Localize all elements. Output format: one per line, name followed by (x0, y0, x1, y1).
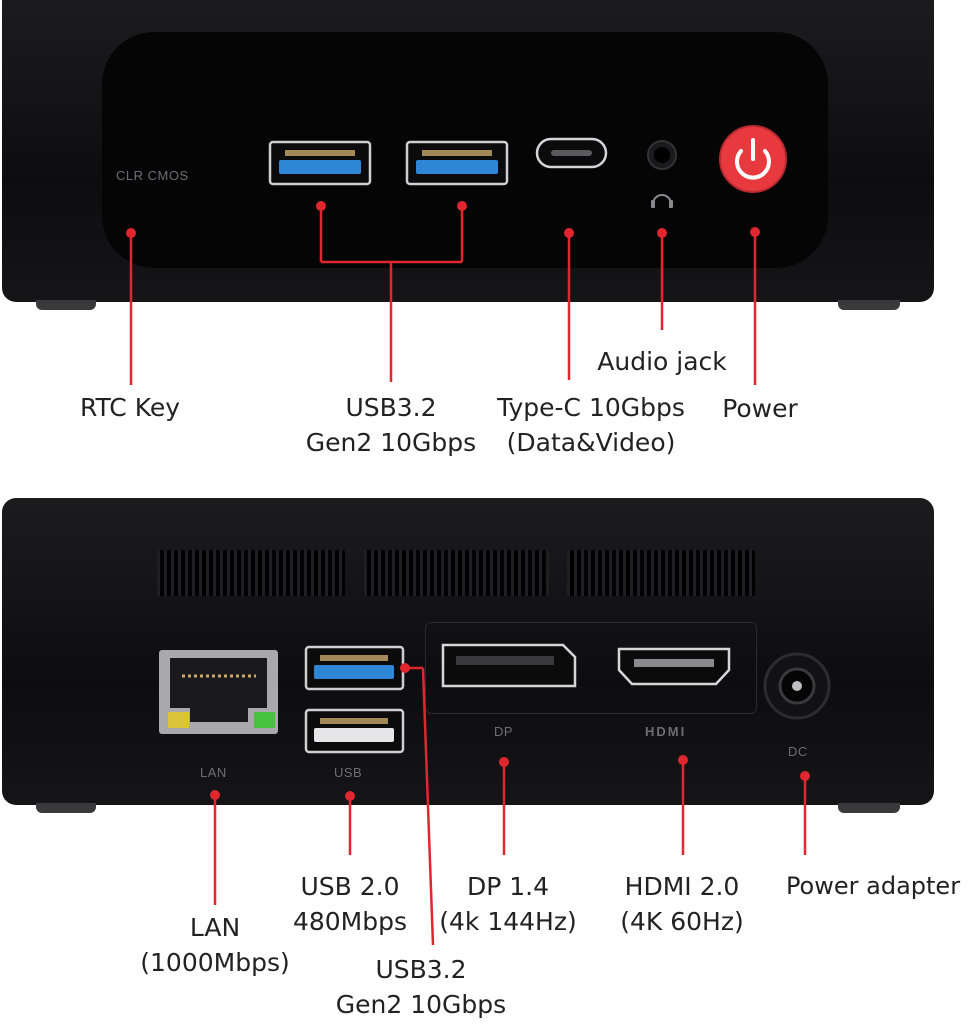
ethernet-port (159, 650, 278, 734)
lan-silk-text: LAN (200, 765, 227, 780)
vent-center (364, 550, 549, 596)
usb3-port-front-1 (268, 140, 372, 186)
back-leader-dots (210, 663, 810, 801)
audio-jack-port (647, 140, 677, 170)
lan-label: LAN (1000Mbps) (140, 913, 290, 977)
front-leader-lines (129, 206, 757, 385)
audio-jack-label: Audio jack (597, 347, 727, 376)
usb32-back-label: USB3.2 Gen2 10Gbps (335, 955, 507, 1019)
hdmi-port (617, 647, 731, 686)
back-foot-right (838, 803, 900, 813)
power-button (719, 125, 787, 193)
power-adapter-label: Power adapter (785, 872, 961, 900)
back-leader-lines (213, 666, 807, 946)
clr-cmos-text: CLR CMOS (116, 168, 189, 183)
displayport-port (441, 643, 577, 688)
dp-silk-text: DP (494, 724, 514, 739)
hdmi-silk-text: HDMI (645, 724, 687, 739)
power-icon (735, 149, 771, 180)
vent-right (567, 550, 755, 596)
usb-c-port (535, 137, 608, 169)
dc-power-jack (763, 652, 831, 720)
vent-left (157, 550, 345, 596)
back-foot-left (36, 803, 96, 813)
front-leader-dots (126, 201, 760, 238)
power-label: Power (722, 394, 798, 423)
display-port-bezel (425, 622, 757, 714)
usb-silk-text: USB (334, 765, 363, 780)
headphone-icon (651, 194, 673, 208)
usb3-port-back (304, 645, 405, 691)
dc-silk-text: DC (788, 744, 808, 759)
usb3-port-front-2 (405, 140, 509, 186)
typec-label: Type-C 10Gbps (Data&Video) (497, 393, 685, 457)
usb2-port-back (304, 708, 405, 754)
front-foot-right (838, 300, 900, 310)
rtc-key-label: RTC Key (79, 393, 181, 422)
usb20-label: USB 2.0 480Mbps (292, 872, 408, 936)
front-foot-left (36, 300, 96, 310)
hdmi-label: HDMI 2.0 (4K 60Hz) (620, 872, 744, 936)
usb32-front-label: USB3.2 Gen2 10Gbps (305, 393, 477, 457)
dp-label: DP 1.4 (4k 144Hz) (439, 872, 577, 936)
